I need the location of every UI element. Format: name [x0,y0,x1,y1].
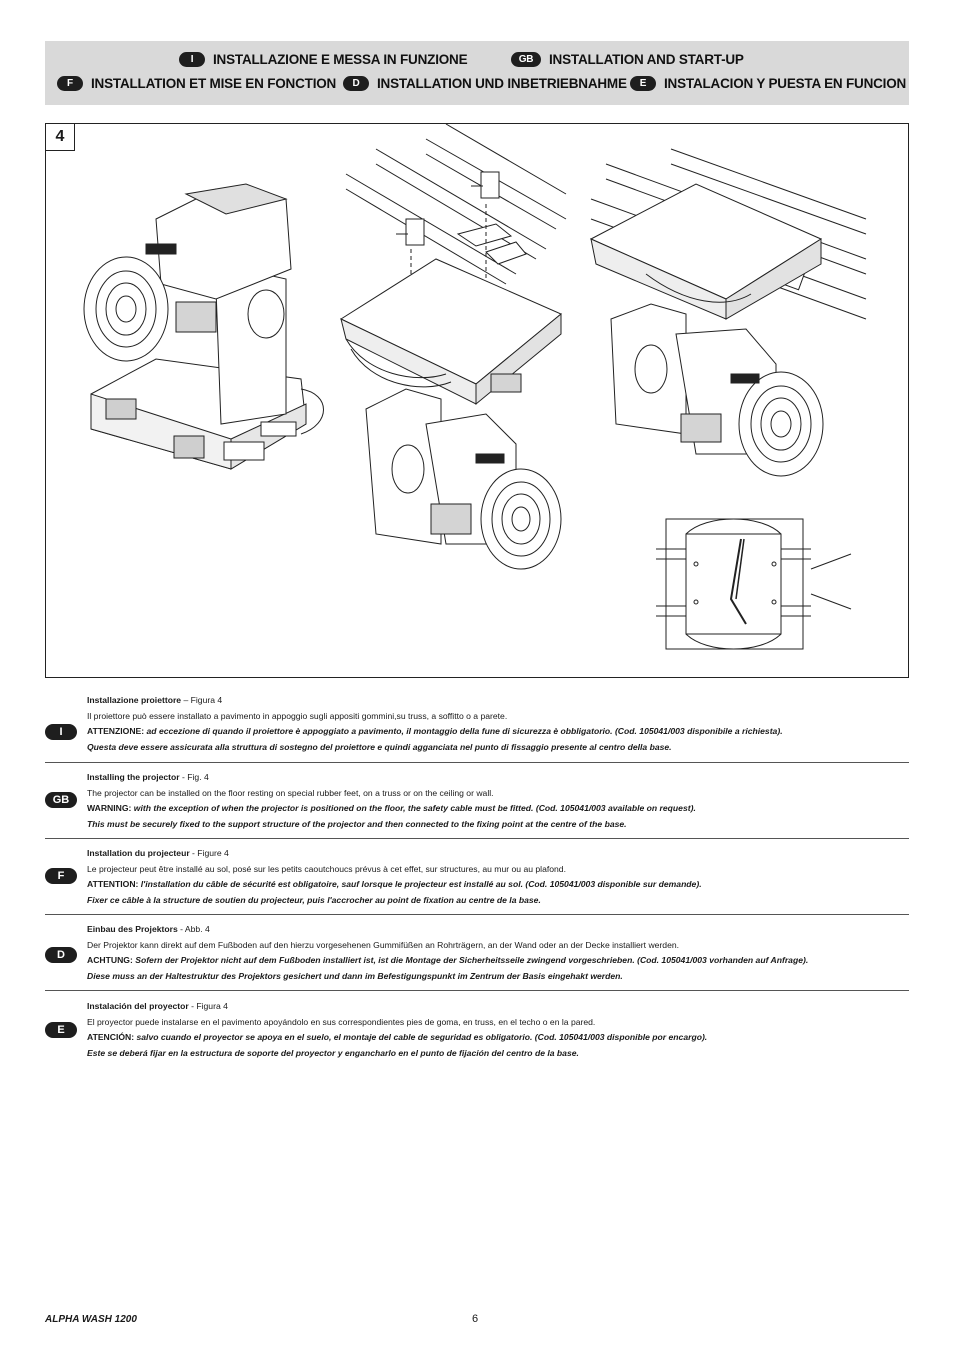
section-figref-es: - Figura 4 [188,1001,228,1011]
section-warning2-de: Diese muss an der Haltestruktur des Proj… [87,970,623,981]
section-warning-de: ACHTUNG: Sofern der Projektor nicht auf … [87,953,909,969]
section-text-gb: The projector can be installed on the fl… [87,787,494,798]
section-title-de: Einbau des Projektors - Abb. 4 [87,922,909,938]
warning-text-es: salvo cuando el proyector se apoya en el… [134,1032,708,1042]
section-divider [45,990,909,991]
section-lang-badge-de: D [45,947,77,963]
footer-product-name: ALPHA WASH 1200 [45,1314,137,1325]
section-body-es: Instalación del proyector - Figura 4 El … [87,999,909,1061]
lang-badge-es: E [630,76,656,91]
section-warning-it: ATTENZIONE: ad eccezione di quando il pr… [87,724,909,740]
header-item-fr: F INSTALLATION ET MISE EN FONCTION [57,76,336,91]
base-top-view-inset [656,518,852,650]
header-title-fr: INSTALLATION ET MISE EN FONCTION [91,76,337,91]
projector-floor-illustration [83,183,324,470]
projector-truss-clamp-illustration [339,124,567,570]
section-figref-fr: - Figure 4 [189,848,229,858]
section-warning2-fr: Fixer ce câble à la structure de soutien… [87,894,541,905]
section-heading-de: Einbau des Projektors [87,924,178,934]
header-title-de: INSTALLATION UND INBETRIEBNAHME [377,76,627,91]
page-number: 6 [472,1313,479,1325]
section-warning2-it: Questa deve essere assicurata alla strut… [87,741,672,752]
section-text-de: Der Projektor kann direkt auf dem Fußbod… [87,939,680,950]
lang-badge-de: D [343,76,369,91]
section-title-gb: Installing the projector - Fig. 4 [87,770,909,786]
section-title-fr: Installation du projecteur - Figure 4 [87,846,909,862]
warning-text-it: ad eccezione di quando il proiettore è a… [144,726,783,736]
header-item-it: I INSTALLAZIONE E MESSA IN FUNZIONE [179,52,468,67]
lang-badge-fr: F [57,76,83,91]
lang-badge-it: I [179,52,205,67]
installation-figure: 4 [45,123,909,678]
header-title-it: INSTALLAZIONE E MESSA IN FUNZIONE [213,52,468,67]
header-item-gb: GB INSTALLATION AND START-UP [511,52,744,67]
section-heading-es: Instalación del proyector [87,1001,189,1011]
header-item-es: E INSTALACION Y PUESTA EN FUNCION [630,76,906,91]
section-warning-gb: WARNING: with the exception of when the … [87,801,909,817]
section-body-it: Installazione proiettore – Figura 4 Il p… [87,693,909,755]
section-figref-gb: - Fig. 4 [179,772,209,782]
section-divider [45,914,909,915]
section-figref-de: - Abb. 4 [177,924,210,934]
warning-label-fr: ATTENTION: [87,879,139,889]
section-lang-badge-es: E [45,1022,77,1038]
section-heading-gb: Installing the projector [87,772,180,782]
section-figref-it: – Figura 4 [181,695,223,705]
lang-badge-gb: GB [511,52,541,67]
warning-text-fr: l'installation du câble de sécurité est … [138,879,702,889]
language-header: I INSTALLAZIONE E MESSA IN FUNZIONE GB I… [45,41,909,105]
header-item-de: D INSTALLATION UND INBETRIEBNAHME [343,76,627,91]
warning-label-de: ACHTUNG: [87,955,133,965]
section-lang-badge-it: I [45,724,77,740]
section-lang-badge-gb: GB [45,792,77,808]
figure-number: 4 [46,124,75,151]
section-text-it: Il proiettore può essere installato a pa… [87,710,508,721]
warning-text-gb: with the exception of when the projector… [131,803,696,813]
header-title-gb: INSTALLATION AND START-UP [549,52,744,67]
section-body-gb: Installing the projector - Fig. 4 The pr… [87,770,909,832]
warning-label-it: ATTENZIONE: [87,726,145,736]
warning-label-es: ATENCIÓN: [87,1032,135,1042]
warning-text-de: Sofern der Projektor nicht auf dem Fußbo… [132,955,809,965]
installation-drawing [83,124,867,650]
section-divider [45,838,909,839]
section-lang-badge-fr: F [45,868,77,884]
section-title-es: Instalación del proyector - Figura 4 [87,999,909,1015]
section-warning-fr: ATTENTION: l'installation du câble de sé… [87,877,909,893]
section-title-it: Installazione proiettore – Figura 4 [87,693,909,709]
section-heading-fr: Installation du projecteur [87,848,190,858]
header-title-es: INSTALACION Y PUESTA EN FUNCION [664,76,907,91]
section-divider [45,762,909,763]
section-warning2-es: Este se deberá fijar en la estructura de… [87,1047,579,1058]
section-warning-es: ATENCIÓN: salvo cuando el proyector se a… [87,1030,909,1046]
section-body-de: Einbau des Projektors - Abb. 4 Der Proje… [87,922,909,984]
section-text-fr: Le projecteur peut être installé au sol,… [87,863,566,874]
warning-label-gb: WARNING: [87,803,132,813]
projector-truss-mounted-illustration [589,148,867,477]
section-warning2-gb: This must be securely fixed to the suppo… [87,818,627,829]
section-body-fr: Installation du projecteur - Figure 4 Le… [87,846,909,908]
section-text-es: El proyector puede instalarse en el pavi… [87,1016,596,1027]
section-heading-it: Installazione proiettore [87,695,182,705]
